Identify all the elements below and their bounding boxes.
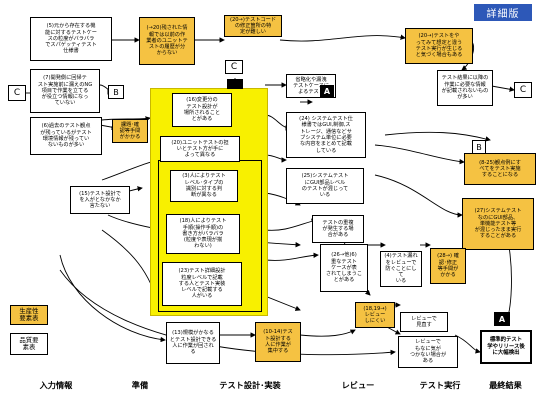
- node-18-19: (18,19→) レビュー しにくい: [355, 302, 395, 328]
- node-kadai: 課題･確 認等手間 がかかる: [112, 119, 148, 143]
- node-13: (13)規模がかなる とテスト設計できる 人に作業が回され る: [166, 322, 220, 364]
- node-8-25: (8-25)観点例にす べてをテスト実施 することになる: [464, 153, 536, 185]
- node-27: (27)システムテスト なのにGUI部品、 単機能テスト等 が混じったまま実行 …: [462, 198, 534, 250]
- node-15: (15)テスト設計で を入がとなかなか 言たない: [70, 186, 130, 214]
- phase-execution: テスト実行: [419, 380, 461, 390]
- detail-version-badge: 詳細版: [474, 4, 532, 21]
- node-26: (26→他)6) 重なテスト ケースが表 されてしまうこ とがある: [320, 244, 368, 292]
- phase-design: テスト設計･実装: [219, 380, 281, 390]
- legend-quality: 品質要 素表: [10, 333, 48, 355]
- node-test-record: テスト結果に以降の 作業に必要な情報 が記載されないもの が多い: [437, 70, 493, 106]
- node-20b: (20→)テストコード の修正箇所の特 定が難しい: [224, 15, 282, 37]
- node-5: (5)元から存在する機 能に対するテストケー スの粒度がバラバラ でスパゲッティ…: [30, 17, 112, 61]
- node-16: (16)変更分の テスト設計が 場所されること とがある: [172, 93, 232, 127]
- node-20c: (20→)テストをや ってみて想定と違う テスト実行が生じる と気づく場合もある: [405, 28, 473, 64]
- final-result-box: 標準的テスト 学やリリース後 に大幅検出: [480, 330, 532, 364]
- marker-a-bottom: A: [494, 312, 510, 326]
- node-7: (7)開発側に回帰テ スト実施前に漏えのNG 項目で作業を立てる が役立つ情報に…: [30, 69, 100, 113]
- marker-b-right: B: [472, 140, 486, 154]
- node-3: (3)人によりテスト レベル･タイプの 識別に対する判 断が異なる: [170, 170, 238, 202]
- node-review-1: レビューで 見直す: [400, 312, 448, 332]
- node-28: (28→) 確 認･修正 等手間が かかる: [430, 248, 466, 284]
- phase-final: 最終結果: [489, 380, 522, 390]
- marker-b-left: B: [108, 85, 124, 99]
- marker-c-top: C: [225, 60, 243, 74]
- node-20a: (→20)残された情 報では以前の作 業者のユニットテ ストの履歴が分 からない: [139, 17, 195, 65]
- node-6: (6)過去のテスト観点 が残っているがテスト 環境情報が残ってい ないものが多い: [30, 117, 102, 155]
- node-4: (4)テスト漏れ をレビューで 防ぐことにして いる: [380, 251, 422, 287]
- node-23: (23)テスト詳細設計 粒度レベルで記載 する人とテスト実装 レベルで記載する …: [162, 262, 242, 306]
- node-10-14: (10-14)テス ト設計する 人に作業が 集中する: [255, 322, 301, 362]
- node-24: (24) システムテスト仕 様書ではGUI,制御,ス トレージ、通信などサ ブシ…: [286, 112, 366, 158]
- node-juufuku: テストの重複 が発生する場 合がある: [312, 215, 364, 243]
- marker-a-middle: A: [320, 85, 334, 97]
- phase-input: 入力情報: [39, 380, 73, 390]
- black-arrow-marker: [227, 79, 243, 89]
- node-20d: (20)ユニットテストの担 いとテスト方が手に よって異なる: [160, 136, 240, 162]
- legend-productivity: 生産性 要素表: [10, 305, 48, 325]
- marker-c-left: C: [8, 85, 26, 101]
- marker-c-right: C: [514, 82, 532, 98]
- node-review-2: レビューで もなに気が つかない場合が ある: [398, 336, 458, 368]
- node-25: (25)システムテスト にGUI部品レベル のテストが混じって いる: [286, 168, 364, 204]
- phase-prep: 準備: [131, 380, 149, 390]
- phase-review: レビュー: [341, 380, 375, 390]
- node-18: (18)人によりテスト 手順(操作手順)の 書き方がバラバラ (粒度や表現が揃 …: [166, 214, 240, 254]
